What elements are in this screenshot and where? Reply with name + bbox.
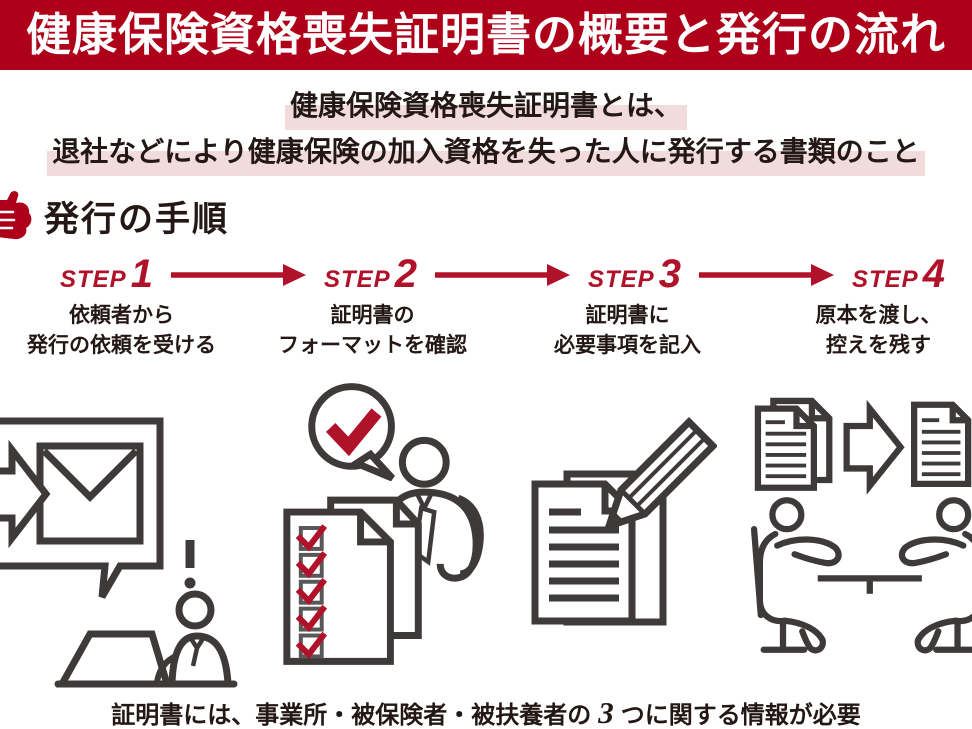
footer-number: 3 xyxy=(598,695,614,729)
definition-line-2: 退社などにより健康保険の加入資格を失った人に発行する書類のこと xyxy=(0,130,972,176)
person-head xyxy=(769,497,805,533)
section-title: 発行の手順 xyxy=(44,199,230,239)
step-3-label: STEP 3 xyxy=(588,252,681,296)
copy-document xyxy=(911,401,972,487)
left-person xyxy=(750,497,842,654)
pencil-icon xyxy=(602,417,717,532)
table xyxy=(817,575,922,594)
laptop-icon xyxy=(56,630,172,688)
step-4-description: 原本を渡し、 控えを残す xyxy=(815,304,942,358)
definition-line-1: 健康保険資格喪失証明書とは、 xyxy=(0,84,972,130)
pointing-hand-icon xyxy=(0,191,32,240)
step-4-illustration xyxy=(729,372,972,696)
illustrations-row xyxy=(0,372,972,692)
handover-arrow-icon xyxy=(843,399,905,495)
document-text-lines xyxy=(548,508,619,602)
checkmark-icon xyxy=(325,408,382,457)
step-2-illustration xyxy=(243,372,486,696)
step-1-label: STEP 1 xyxy=(60,252,153,296)
person-head xyxy=(175,590,215,630)
arrow-right-icon xyxy=(698,264,834,286)
fill-in-illustration xyxy=(531,417,717,626)
page-title: 健康保険資格喪失証明書の概要と発行の流れ xyxy=(25,8,946,60)
envelope-icon xyxy=(36,442,144,545)
format-check-illustration xyxy=(283,383,484,665)
arrow-right-icon xyxy=(434,264,570,286)
definition-text: 健康保険資格喪失証明書とは、 退社などにより健康保険の加入資格を失った人に発行す… xyxy=(0,84,972,176)
step-3-illustration xyxy=(486,372,729,696)
step-descriptions-row: 依頼者から 発行の依頼を受ける 証明書の フォーマットを確認 証明書に 必要事項… xyxy=(0,301,972,362)
person-at-laptop xyxy=(54,590,238,688)
arrow-right-icon xyxy=(170,264,306,286)
original-documents-stack xyxy=(754,397,833,491)
handover-illustration xyxy=(750,397,972,654)
step-flow-row: STEP 1 STEP 2 STEP 3 STEP 4 xyxy=(60,251,945,297)
red-checks xyxy=(295,524,328,659)
section-heading: 発行の手順 xyxy=(0,190,229,242)
exclamation-icon xyxy=(184,540,196,589)
speech-bubble xyxy=(308,383,395,482)
receive-request-illustration xyxy=(0,417,238,688)
certificate-document xyxy=(531,480,635,625)
step-2-description: 証明書の フォーマットを確認 xyxy=(278,304,467,358)
step-2-label: STEP 2 xyxy=(324,252,417,296)
title-banner: 健康保険資格喪失証明書の概要と発行の流れ xyxy=(0,0,972,70)
right-person xyxy=(898,497,972,654)
incoming-arrow-icon xyxy=(0,439,51,549)
step-1-description: 依頼者から 発行の依頼を受ける xyxy=(27,304,216,358)
step-4-label: STEP 4 xyxy=(852,252,945,296)
step-3-description: 証明書に 必要事項を記入 xyxy=(554,304,701,358)
step-1-illustration xyxy=(0,372,243,696)
